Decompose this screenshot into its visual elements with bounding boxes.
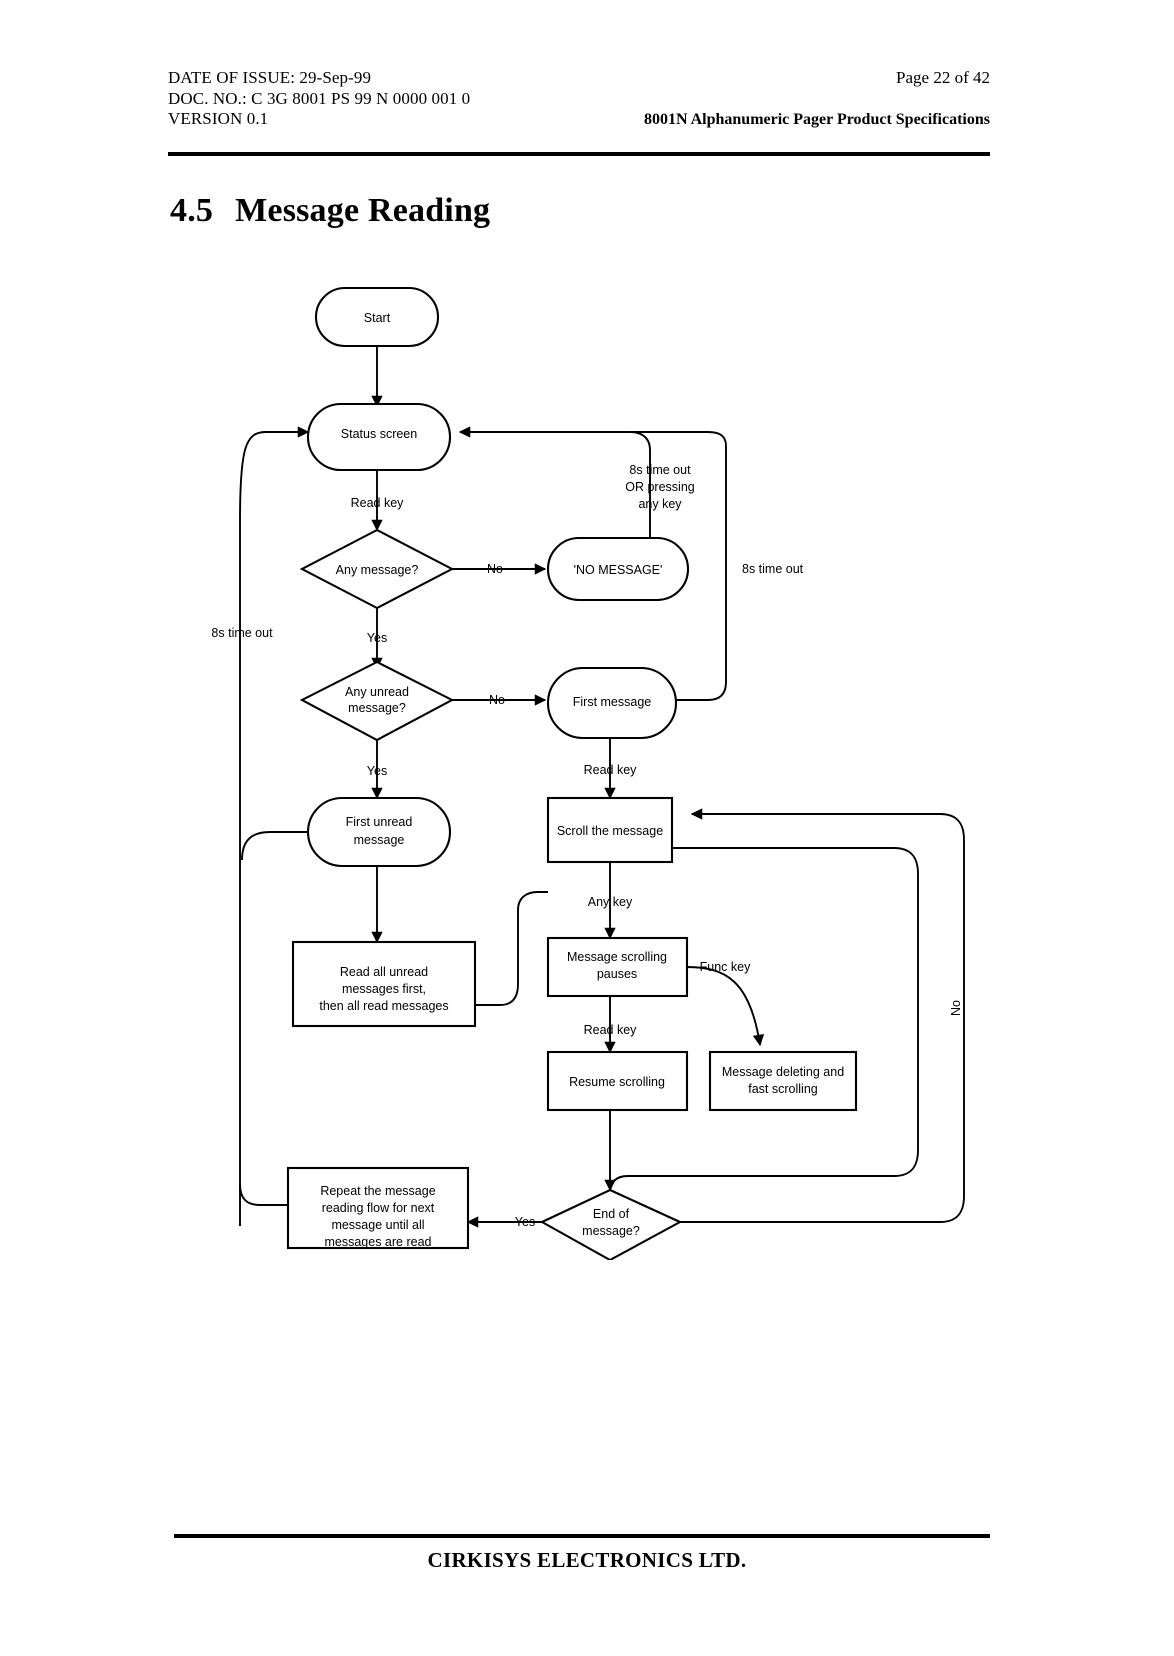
node-any-message — [299, 528, 455, 610]
edge-repeat-to-left-channel — [239, 1183, 288, 1206]
node-status-screen — [306, 402, 452, 472]
date-of-issue: DATE OF ISSUE: 29-Sep-99 — [168, 68, 372, 87]
node-message-deleting-fast-scrolling — [708, 1050, 858, 1112]
edge-label-no-2: No — [489, 693, 505, 707]
edge-label-yes-1: Yes — [367, 631, 387, 645]
node-any-unread-message — [299, 660, 455, 742]
node-status-screen-label: Status screen — [341, 427, 417, 441]
edge-label-no-3: No — [949, 1000, 963, 1016]
page-header: DATE OF ISSUE: 29-Sep-99 DOC. NO.: C 3G … — [168, 68, 990, 138]
node-repeat-line1: Repeat the message — [320, 1184, 435, 1198]
edge-label-func-key: Func key — [700, 960, 751, 974]
edge-label-timeout-left: 8s time out — [211, 626, 273, 640]
node-read-all-unread — [291, 940, 477, 1028]
node-pauses-line2: pauses — [597, 967, 637, 981]
section-number: 4.5 — [170, 192, 214, 229]
header-rule — [168, 152, 990, 156]
footer-rule — [174, 1534, 990, 1538]
node-resume-scrolling-label: Resume scrolling — [569, 1075, 665, 1089]
node-read-all-line1: Read all unread — [340, 965, 428, 979]
node-first-unread-line2: message — [354, 833, 405, 847]
footer-company: CIRKISYS ELECTRONICS LTD. — [427, 1548, 747, 1572]
message-reading-flowchart: Start Status screen Any message? 'NO MES… — [180, 270, 1020, 1260]
node-first-message — [546, 666, 678, 740]
edge-scroll-right-loop — [609, 847, 919, 1195]
edge-left-timeout-to-status — [239, 426, 310, 1226]
node-end-of-message — [539, 1188, 683, 1260]
node-repeat-line4: messages are read — [324, 1235, 431, 1249]
edge-label-yes-3: Yes — [515, 1215, 535, 1229]
edge-label-no-1: No — [487, 562, 503, 576]
header-left-block: DATE OF ISSUE: 29-Sep-99 DOC. NO.: C 3G … — [168, 68, 470, 130]
node-start — [314, 286, 440, 348]
doc-number: DOC. NO.: C 3G 8001 PS 99 N 0000 001 0 — [168, 88, 471, 108]
edge-label-read-key-1: Read key — [351, 496, 405, 510]
edge-label-any-key: Any key — [588, 895, 633, 909]
section-title-text: Message Reading — [235, 192, 491, 229]
edge-readall-to-scroll — [475, 891, 548, 1006]
edge-label-read-key-3: Read key — [584, 1023, 638, 1037]
edge-pauses-func-key — [686, 966, 765, 1047]
edge-label-read-key-2: Read key — [584, 763, 638, 777]
node-read-all-line3: then all read messages — [319, 999, 448, 1013]
section-heading: 4.5 Message Reading — [170, 192, 490, 230]
node-repeat-line3: message until all — [331, 1218, 424, 1232]
node-delete-fast-line2: fast scrolling — [748, 1082, 818, 1096]
page-number: Page 22 of 42 — [896, 68, 990, 87]
node-pauses-line1: Message scrolling — [567, 950, 667, 964]
node-any-unread-line1: Any unread — [345, 685, 409, 699]
edge-firstmessage-timeout-to-status — [632, 431, 727, 701]
node-scroll-message-label: Scroll the message — [557, 824, 663, 838]
version: VERSION 0.1 — [168, 109, 269, 128]
node-resume-scrolling — [546, 1050, 689, 1112]
edge-label-timeout-line2: OR pressing — [625, 480, 695, 494]
node-delete-fast-line1: Message deleting and — [722, 1065, 844, 1079]
edge-label-timeout-right: 8s time out — [742, 562, 804, 576]
node-repeat-message-flow — [286, 1166, 470, 1250]
node-end-of-message-line2: message? — [582, 1224, 640, 1238]
node-scroll-message — [546, 796, 674, 864]
node-no-message — [546, 536, 690, 602]
node-message-scrolling-pauses — [546, 936, 689, 998]
edge-nomessage-to-status — [458, 426, 651, 538]
node-start-label: Start — [364, 311, 391, 325]
edge-firstunread-to-left-channel — [241, 831, 308, 861]
node-no-message-label: 'NO MESSAGE' — [574, 563, 663, 577]
edge-endofmessage-no — [680, 808, 965, 1223]
node-end-of-message-line1: End of — [593, 1207, 630, 1221]
node-any-unread-line2: message? — [348, 701, 406, 715]
edge-label-yes-2: Yes — [367, 764, 387, 778]
node-first-message-label: First message — [573, 695, 652, 709]
edge-label-timeout-line1: 8s time out — [629, 463, 691, 477]
edge-label-timeout-line3: any key — [638, 497, 682, 511]
document-title: 8001N Alphanumeric Pager Product Specifi… — [643, 111, 990, 128]
node-repeat-line2: reading flow for next — [322, 1201, 435, 1215]
node-any-message-label: Any message? — [336, 563, 419, 577]
node-first-unread-message — [306, 796, 452, 868]
node-first-unread-line1: First unread — [346, 815, 413, 829]
node-read-all-line2: messages first, — [342, 982, 426, 996]
